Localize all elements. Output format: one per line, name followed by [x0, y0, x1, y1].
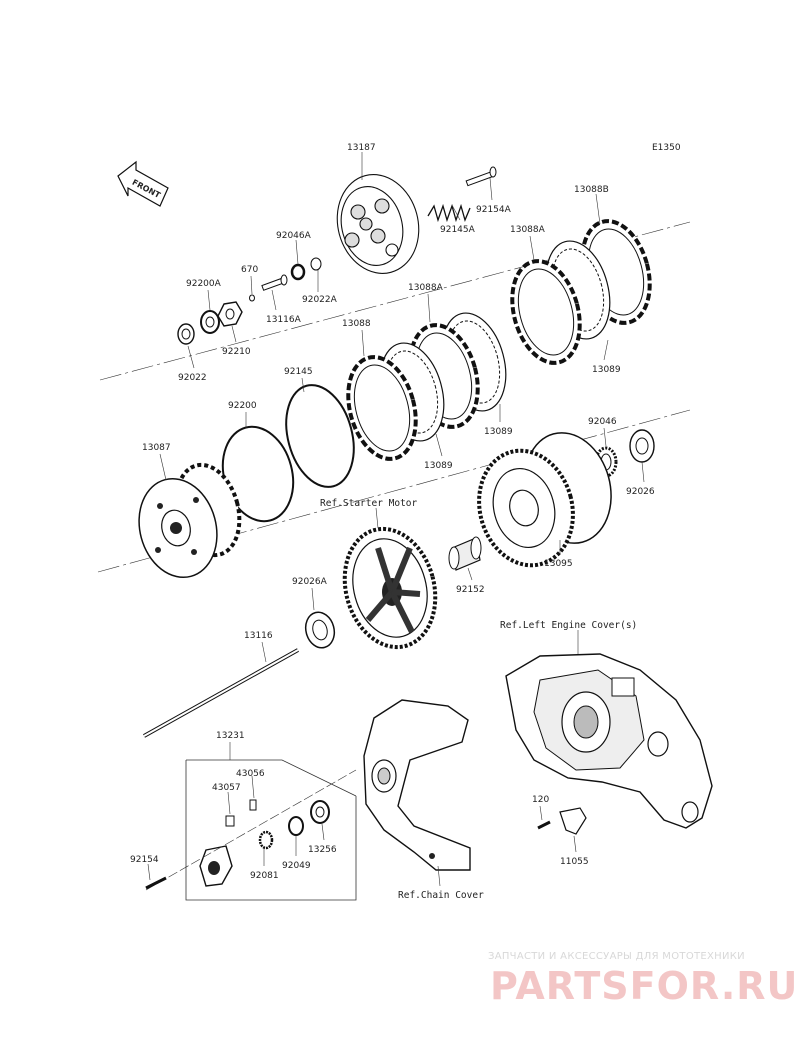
ref-left-engine-cover: Ref.Left Engine Cover(s) [500, 620, 637, 631]
label-43057: 43057 [212, 783, 241, 793]
front-arrow-icon: FRONT [117, 160, 169, 207]
release-parts [199, 799, 330, 887]
bolt-92154A [465, 166, 497, 187]
watermark-tagline: ЗАПЧАСТИ И АКСЕССУАРЫ ДЛЯ МОТОТЕХНИКИ [488, 951, 745, 962]
label-92081: 92081 [250, 871, 279, 881]
label-13088B: 13088B [574, 185, 609, 195]
label-92154A: 92154A [476, 205, 512, 215]
label-43056: 43056 [236, 769, 265, 779]
label-13087: 13087 [142, 443, 171, 453]
ref-starter-motor: Ref.Starter Motor [320, 498, 418, 509]
spring-92145A [427, 203, 471, 223]
washer-92026A [304, 611, 336, 649]
small-parts-pushrod [249, 257, 322, 302]
clutch-hub-13087 [138, 462, 242, 579]
bolt-92154 [145, 876, 167, 890]
left-engine-cover [505, 653, 713, 829]
label-13116A: 13116A [266, 315, 302, 325]
pressure-plate-13187 [336, 174, 420, 274]
label-92154: 92154 [130, 855, 159, 865]
label-92022: 92022 [178, 373, 207, 383]
label-92026: 92026 [626, 487, 655, 497]
label-92046: 92046 [588, 417, 617, 427]
label-11055: 11055 [560, 857, 589, 867]
label-92145A: 92145A [440, 225, 476, 235]
label-13089-middle: 13089 [484, 427, 513, 437]
starter-gear [342, 526, 438, 650]
label-670: 670 [241, 265, 258, 275]
sleeve-92152 [448, 536, 482, 571]
label-92210: 92210 [222, 347, 251, 357]
label-92022A: 92022A [302, 295, 338, 305]
label-92200: 92200 [228, 401, 257, 411]
label-92200A: 92200A [186, 279, 222, 289]
label-13095: 13095 [544, 559, 573, 569]
label-13256: 13256 [308, 845, 337, 855]
label-13231: 13231 [216, 731, 245, 741]
watermark-brand: PARTSFOR.RU [490, 964, 799, 1008]
label-13187: 13187 [347, 143, 376, 153]
label-13089-lower: 13089 [424, 461, 453, 471]
label-13088: 13088 [342, 319, 371, 329]
label-13088A-upper: 13088A [510, 225, 546, 235]
bolt-and-clamp [537, 807, 587, 835]
label-13089-upper: 13089 [592, 365, 621, 375]
nut-and-washers [177, 301, 243, 345]
label-92145: 92145 [284, 367, 313, 377]
clutch-housing-13095 [477, 432, 612, 568]
label-13116: 13116 [244, 631, 273, 641]
label-120: 120 [532, 795, 549, 805]
label-92026A: 92026A [292, 577, 328, 587]
chain-cover [363, 699, 471, 871]
label-92046A: 92046A [276, 231, 312, 241]
label-92049: 92049 [282, 861, 311, 871]
clutch-plates [346, 219, 652, 461]
label-92152: 92152 [456, 585, 485, 595]
label-13088A-lower: 13088A [408, 283, 444, 293]
push-rod-13116 [143, 648, 299, 738]
ref-chain-cover: Ref.Chain Cover [398, 890, 484, 901]
diagram-code: E1350 [652, 143, 681, 153]
